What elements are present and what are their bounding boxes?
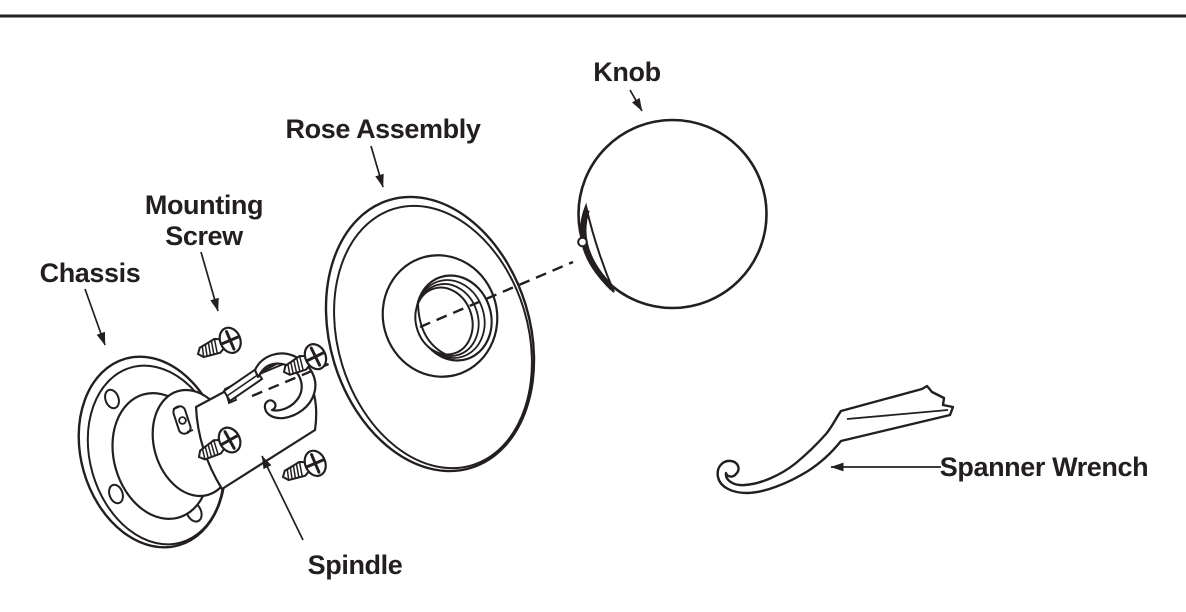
mounting-screw-arrow <box>200 251 219 312</box>
knob-label: Knob <box>593 57 660 87</box>
spindle-label: Spindle <box>308 550 403 580</box>
rose-assembly-label: Rose Assembly <box>286 114 481 144</box>
rose-assembly-arrow <box>370 145 384 188</box>
spanner-wrench-drawing <box>716 384 955 495</box>
bore-lip <box>417 302 448 356</box>
flange-hole-2 <box>108 483 124 505</box>
clip-strip-edge <box>226 373 260 397</box>
chassis-drawing <box>77 352 318 549</box>
chassis-arrow <box>84 288 106 346</box>
rose-assembly-drawing <box>324 195 536 473</box>
knob-arrow <box>629 89 643 112</box>
knob-sphere <box>577 118 768 310</box>
rose-bore <box>414 286 474 356</box>
flange-hole-1 <box>104 388 120 410</box>
hub-catch-detail <box>172 405 194 435</box>
wrench-body <box>716 384 955 495</box>
axis-centerline-left <box>251 361 332 398</box>
wrench-fold-line <box>846 409 949 420</box>
rose-rim <box>333 204 533 470</box>
knob-collar-shade <box>581 209 614 290</box>
axis-centerline-right <box>419 260 574 329</box>
collar-pin-hole <box>577 236 588 248</box>
mounting-screw-label-line1: Mounting <box>145 190 263 220</box>
chassis-label: Chassis <box>40 258 141 288</box>
knob-drawing <box>577 118 768 310</box>
mounting-screw-4 <box>276 445 332 491</box>
catch-tabs <box>172 406 194 433</box>
spindle-arrow <box>261 455 304 541</box>
spanner-wrench-label: Spanner Wrench <box>940 452 1148 482</box>
catch-hole <box>178 416 187 425</box>
mounting-screw-label-line2: Screw <box>165 221 244 251</box>
leader-arrows <box>84 89 941 541</box>
mounting-screw-1 <box>191 322 247 368</box>
